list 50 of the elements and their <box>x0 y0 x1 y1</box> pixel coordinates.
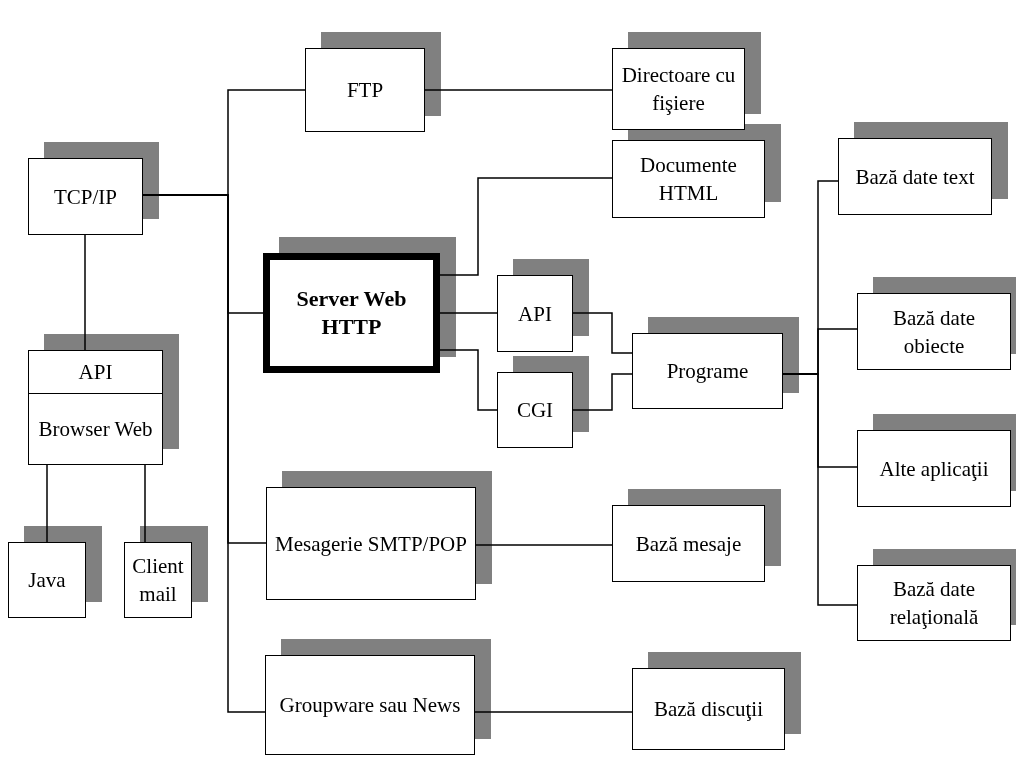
box-label: Groupware sau News <box>279 692 461 719</box>
box-label: Bază date obiecte <box>891 304 977 360</box>
component-box <box>8 542 86 618</box>
connector-line <box>144 464 146 543</box>
box-label: Bază mesaje <box>635 530 742 558</box>
box-label: Server Web HTTP <box>295 285 408 341</box>
box-label: Client mail <box>131 553 185 608</box>
connector-line <box>572 312 633 354</box>
connector-line <box>439 177 613 276</box>
box-label: Directoare cu fişiere <box>620 62 737 117</box>
connector-line <box>46 464 48 543</box>
box-label: Bază date relaţională <box>888 576 980 631</box>
box-label: TCP/IP <box>54 183 117 211</box>
component-box <box>497 275 573 352</box>
box-label: Bază discuţii <box>653 696 764 723</box>
box-label: Mesagerie SMTP/POP <box>275 530 467 558</box>
box-label: Java <box>28 567 66 594</box>
component-box <box>857 293 1011 370</box>
box-label: Bază date text <box>855 163 975 191</box>
component-box <box>612 48 745 130</box>
box-label: Alte aplicaţii <box>879 455 989 483</box>
connector-line <box>424 89 613 91</box>
connector-line <box>474 711 633 713</box>
component-box <box>632 333 783 409</box>
component-box <box>497 372 573 448</box>
component-box <box>838 138 992 215</box>
box-label: Documente HTML <box>639 152 738 207</box>
box-label: Browser Web <box>37 416 154 443</box>
connector-line <box>84 234 86 351</box>
component-box <box>857 430 1011 507</box>
box-label: API <box>77 359 114 386</box>
connector-line <box>475 544 613 546</box>
box-label: Programe <box>666 358 749 385</box>
component-box <box>632 668 785 750</box>
component-box <box>124 542 192 618</box>
connector-line <box>439 349 498 411</box>
server-box <box>263 253 440 373</box>
box-label: CGI <box>516 397 554 424</box>
component-box <box>266 487 476 600</box>
component-box <box>28 350 163 465</box>
component-box <box>265 655 475 755</box>
component-box <box>28 158 143 235</box>
connector-line <box>439 312 498 314</box>
component-box <box>857 565 1011 641</box>
component-box <box>612 505 765 582</box>
component-box <box>305 48 425 132</box>
box-label: FTP <box>346 77 384 104</box>
box-label: API <box>518 300 552 328</box>
component-box <box>612 140 765 218</box>
connector-line <box>572 373 633 411</box>
